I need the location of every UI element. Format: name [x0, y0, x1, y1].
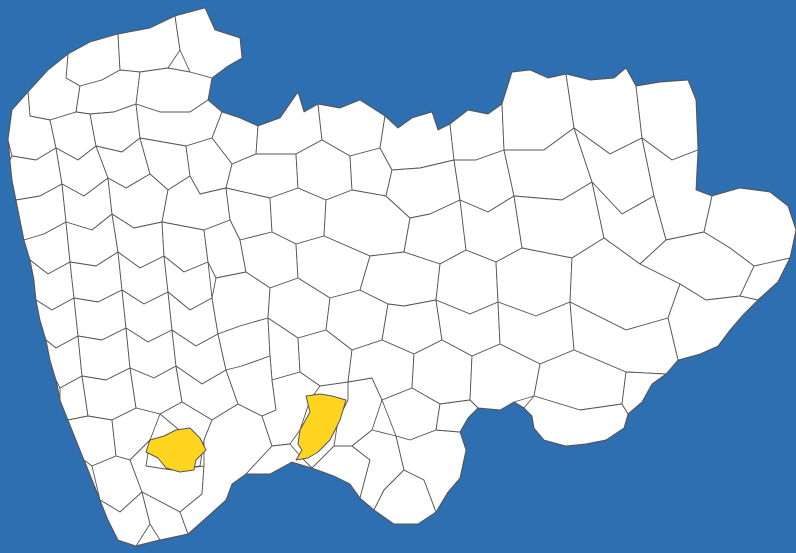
region-se-12[interactable] [395, 429, 467, 513]
municipality-boundaries [7, 7, 796, 547]
region-c-19[interactable] [261, 371, 321, 447]
region-nw-3[interactable] [174, 7, 243, 79]
highlight-central[interactable] [295, 393, 347, 461]
region-se-13[interactable] [435, 399, 479, 433]
region-c-20[interactable] [245, 443, 313, 475]
highlight-west[interactable] [145, 427, 207, 473]
region-s-5[interactable] [99, 491, 151, 547]
region-se-10[interactable] [621, 371, 667, 415]
region-s-6[interactable] [141, 491, 189, 541]
